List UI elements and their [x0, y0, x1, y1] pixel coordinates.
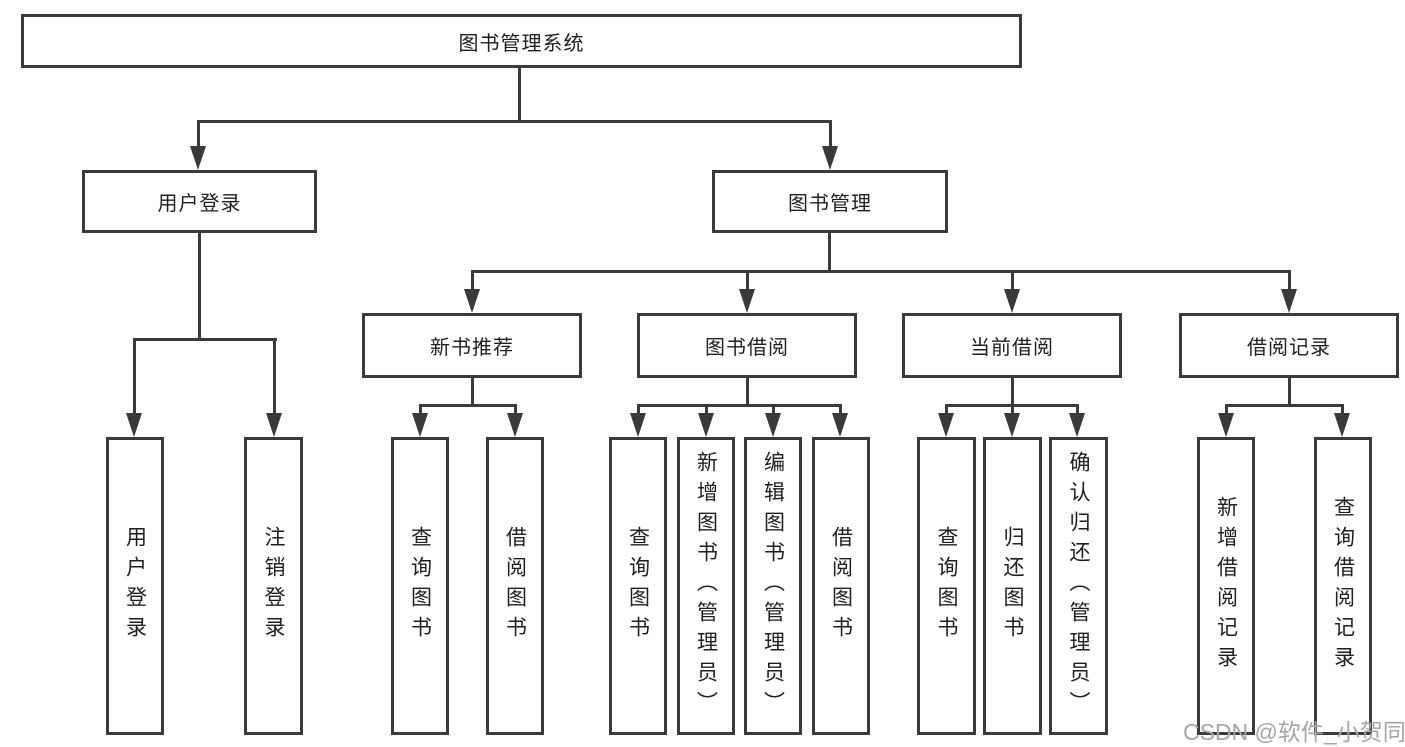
arrowhead-borrow-1	[630, 413, 646, 437]
arrowhead-borrow-4	[832, 413, 848, 437]
node-book-borrow-label: 图书借阅	[705, 337, 789, 359]
node-book-management: 图书管理	[712, 170, 948, 233]
connector-root-right-arm	[829, 120, 832, 146]
connector-records-arm-2	[1341, 404, 1344, 415]
connector-newbook-arm-2	[514, 404, 517, 415]
leaf-records-add-record: 新增借阅记录	[1197, 437, 1255, 735]
node-user-login: 用户登录	[82, 170, 317, 233]
leaf-newbook-borrow-books-label: 借阅图书	[503, 526, 527, 646]
arrowhead-newbook-1	[412, 413, 428, 437]
leaf-user-login: 用户登录	[106, 437, 164, 735]
arrowhead-to-new-book	[464, 289, 480, 313]
connector-borrow-arm-3	[772, 404, 775, 415]
connector-current-arm-3	[1076, 404, 1079, 415]
connector-current-arm-2	[1011, 404, 1014, 415]
node-book-management-label: 图书管理	[788, 193, 872, 215]
arrowhead-current-1	[938, 413, 954, 437]
arrowhead-borrow-2	[698, 413, 714, 437]
leaf-records-add-record-label: 新增借阅记录	[1214, 496, 1238, 676]
node-current-borrow-label: 当前借阅	[970, 337, 1054, 359]
leaf-borrow-edit-books-admin-label: 编辑图书（管理员）	[761, 451, 785, 721]
arrowhead-to-leaf-logout	[266, 413, 282, 437]
connector-root-crossbar	[197, 120, 832, 123]
leaf-borrow-query-books-label: 查询图书	[626, 526, 650, 646]
node-user-login-label: 用户登录	[157, 193, 242, 215]
arrowhead-to-user-login	[190, 146, 206, 170]
node-book-borrow: 图书借阅	[637, 313, 857, 378]
leaf-current-confirm-return-admin-label: 确认归还（管理员）	[1067, 451, 1090, 721]
connector-user-right-arm	[273, 338, 276, 413]
connector-newbook-stem	[471, 378, 474, 406]
leaf-borrow-query-books: 查询图书	[609, 437, 667, 735]
leaf-newbook-query-books: 查询图书	[391, 437, 449, 735]
node-current-borrow: 当前借阅	[902, 313, 1122, 378]
connector-borrow-stem	[746, 378, 749, 406]
csdn-watermark: CSDN @软件_小贺同学	[1183, 719, 1405, 745]
connector-current-stem	[1011, 378, 1014, 406]
leaf-current-return-books: 归还图书	[983, 437, 1042, 735]
connector-mgmt-crossbar	[471, 270, 1291, 273]
connector-mgmt-arm-2	[746, 270, 749, 289]
leaf-borrow-edit-books-admin: 编辑图书（管理员）	[744, 437, 802, 735]
leaf-borrow-add-books-admin: 新增图书（管理员）	[677, 437, 735, 735]
node-new-book-recommend: 新书推荐	[362, 313, 582, 378]
leaf-logout-label: 注销登录	[262, 526, 285, 646]
leaf-borrow-borrow-books-label: 借阅图书	[829, 526, 853, 646]
leaf-newbook-query-books-label: 查询图书	[408, 526, 432, 646]
node-new-book-recommend-label: 新书推荐	[430, 337, 514, 359]
arrowhead-records-2	[1334, 413, 1350, 437]
connector-mgmt-arm-3	[1011, 270, 1014, 289]
leaf-user-login-label: 用户登录	[123, 526, 147, 646]
node-borrow-records-label: 借阅记录	[1247, 337, 1331, 359]
connector-records-crossbar	[1225, 404, 1344, 407]
node-root-label: 图书管理系统	[458, 32, 585, 55]
node-borrow-records: 借阅记录	[1179, 313, 1399, 378]
arrowhead-newbook-2	[507, 413, 523, 437]
connector-mgmt-stem	[828, 233, 831, 272]
node-root: 图书管理系统	[21, 14, 1022, 68]
connector-newbook-crossbar	[419, 404, 517, 407]
leaf-current-query-books-label: 查询图书	[935, 526, 958, 646]
connector-user-stem	[198, 233, 201, 339]
connector-user-crossbar	[133, 338, 277, 341]
leaf-logout: 注销登录	[244, 437, 303, 735]
connector-user-left-arm	[133, 338, 136, 413]
leaf-borrow-borrow-books: 借阅图书	[812, 437, 870, 735]
arrowhead-borrow-3	[765, 413, 781, 437]
connector-newbook-arm-1	[419, 404, 422, 415]
arrowhead-to-current-borrow	[1004, 289, 1020, 313]
leaf-current-return-books-label: 归还图书	[1001, 526, 1024, 646]
connector-borrow-arm-1	[637, 404, 640, 415]
connector-records-arm-1	[1225, 404, 1228, 415]
connector-records-stem	[1288, 378, 1291, 406]
leaf-records-query-record-label: 查询借阅记录	[1331, 496, 1355, 676]
leaf-borrow-add-books-admin-label: 新增图书（管理员）	[694, 451, 718, 721]
connector-mgmt-arm-1	[471, 270, 474, 289]
arrowhead-to-book-borrow	[739, 289, 755, 313]
connector-borrow-arm-4	[839, 404, 842, 415]
arrowhead-current-2	[1004, 413, 1020, 437]
arrowhead-current-3	[1069, 413, 1085, 437]
arrowhead-to-leaf-user-login	[126, 413, 142, 437]
connector-borrow-arm-2	[705, 404, 708, 415]
leaf-current-confirm-return-admin: 确认归还（管理员）	[1049, 437, 1108, 735]
leaf-current-query-books: 查询图书	[917, 437, 976, 735]
leaf-records-query-record: 查询借阅记录	[1314, 437, 1372, 735]
connector-mgmt-arm-4	[1288, 270, 1291, 289]
connector-root-stem	[518, 68, 521, 121]
arrowhead-to-borrow-records	[1281, 289, 1297, 313]
connector-borrow-crossbar	[637, 404, 842, 407]
connector-current-arm-1	[945, 404, 948, 415]
leaf-newbook-borrow-books: 借阅图书	[486, 437, 544, 735]
arrowhead-records-1	[1218, 413, 1234, 437]
connector-root-left-arm	[197, 120, 200, 146]
arrowhead-to-book-management	[822, 146, 838, 170]
